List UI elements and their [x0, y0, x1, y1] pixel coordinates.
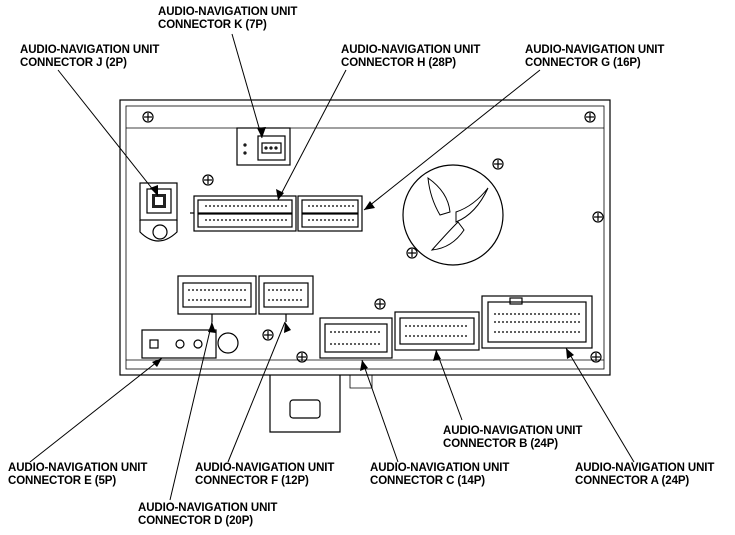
connector-f	[258, 275, 314, 322]
label-connector-e: AUDIO-NAVIGATION UNIT CONNECTOR E (5P)	[8, 462, 147, 488]
unit-housing	[119, 99, 611, 376]
label-connector-k: AUDIO-NAVIGATION UNIT CONNECTOR K (7P)	[158, 6, 297, 32]
screw-icon	[202, 174, 214, 186]
cooling-fan	[402, 164, 504, 266]
label-connector-a-line1: AUDIO-NAVIGATION UNIT	[575, 462, 715, 474]
leader-line-k	[231, 33, 263, 139]
leader-line-e	[29, 357, 163, 463]
screw-icon	[296, 351, 308, 363]
label-connector-g: AUDIO-NAVIGATION UNIT CONNECTOR G (16P)	[525, 44, 664, 70]
label-connector-e-line2: CONNECTOR E (5P)	[8, 475, 117, 487]
connector-j	[139, 182, 178, 242]
mounting-bracket	[269, 375, 373, 433]
label-connector-b-line1: AUDIO-NAVIGATION UNIT	[443, 425, 583, 437]
label-connector-k-line2: CONNECTOR K (7P)	[158, 19, 267, 31]
leader-line-j	[57, 69, 159, 197]
label-connector-f-line1: AUDIO-NAVIGATION UNIT	[195, 462, 335, 474]
label-connector-a-line2: CONNECTOR A (24P)	[575, 475, 690, 487]
leader-line-b	[435, 349, 463, 421]
label-connector-a: AUDIO-NAVIGATION UNIT CONNECTOR A (24P)	[575, 462, 714, 488]
label-connector-e-line1: AUDIO-NAVIGATION UNIT	[8, 462, 148, 474]
label-connector-f-line2: CONNECTOR F (12P)	[195, 475, 309, 487]
leader-arrowheads	[150, 127, 574, 371]
screw-icon	[262, 329, 274, 341]
connector-h	[190, 195, 297, 232]
leader-line-g	[363, 69, 541, 211]
connector-c	[319, 317, 393, 359]
label-connector-j-line1: AUDIO-NAVIGATION UNIT	[20, 44, 160, 56]
label-connector-d-line2: CONNECTOR D (20P)	[138, 515, 254, 527]
label-connector-f: AUDIO-NAVIGATION UNIT CONNECTOR F (12P)	[195, 462, 334, 488]
screw-icon	[590, 351, 602, 363]
screw-icon	[374, 298, 386, 310]
label-connector-b: AUDIO-NAVIGATION UNIT CONNECTOR B (24P)	[443, 425, 582, 451]
connector-g	[297, 195, 363, 232]
connector-e	[141, 329, 239, 359]
label-connector-j-line2: CONNECTOR J (2P)	[20, 57, 127, 69]
leader-line-c	[361, 359, 399, 463]
label-connector-d: AUDIO-NAVIGATION UNIT CONNECTOR D (20P)	[138, 502, 277, 528]
connector-d	[177, 275, 257, 322]
screw-icon	[406, 247, 418, 259]
label-connector-h: AUDIO-NAVIGATION UNIT CONNECTOR H (28P)	[341, 44, 480, 70]
label-connector-c: AUDIO-NAVIGATION UNIT CONNECTOR C (14P)	[370, 462, 509, 488]
connector-a	[481, 295, 593, 349]
label-connector-d-line1: AUDIO-NAVIGATION UNIT	[138, 502, 278, 514]
label-connector-b-line2: CONNECTOR B (24P)	[443, 438, 559, 450]
label-connector-h-line1: AUDIO-NAVIGATION UNIT	[341, 44, 481, 56]
leader-line-a	[565, 347, 635, 463]
leader-line-h	[277, 69, 347, 201]
screw-icon	[584, 111, 596, 123]
screw-icon	[592, 211, 604, 223]
screw-icon	[142, 111, 154, 123]
label-connector-j: AUDIO-NAVIGATION UNIT CONNECTOR J (2P)	[20, 44, 159, 70]
leader-line-f	[227, 321, 286, 463]
label-connector-g-line2: CONNECTOR G (16P)	[525, 57, 641, 69]
label-connector-g-line1: AUDIO-NAVIGATION UNIT	[525, 44, 665, 56]
label-connector-k-line1: AUDIO-NAVIGATION UNIT	[158, 6, 298, 18]
connector-b	[394, 311, 480, 351]
leader-lines	[29, 33, 635, 501]
label-connector-c-line2: CONNECTOR C (14P)	[370, 475, 486, 487]
screw-icon	[492, 158, 504, 170]
label-connector-h-line2: CONNECTOR H (28P)	[341, 57, 457, 69]
label-connector-c-line1: AUDIO-NAVIGATION UNIT	[370, 462, 510, 474]
leader-line-d	[169, 321, 213, 501]
